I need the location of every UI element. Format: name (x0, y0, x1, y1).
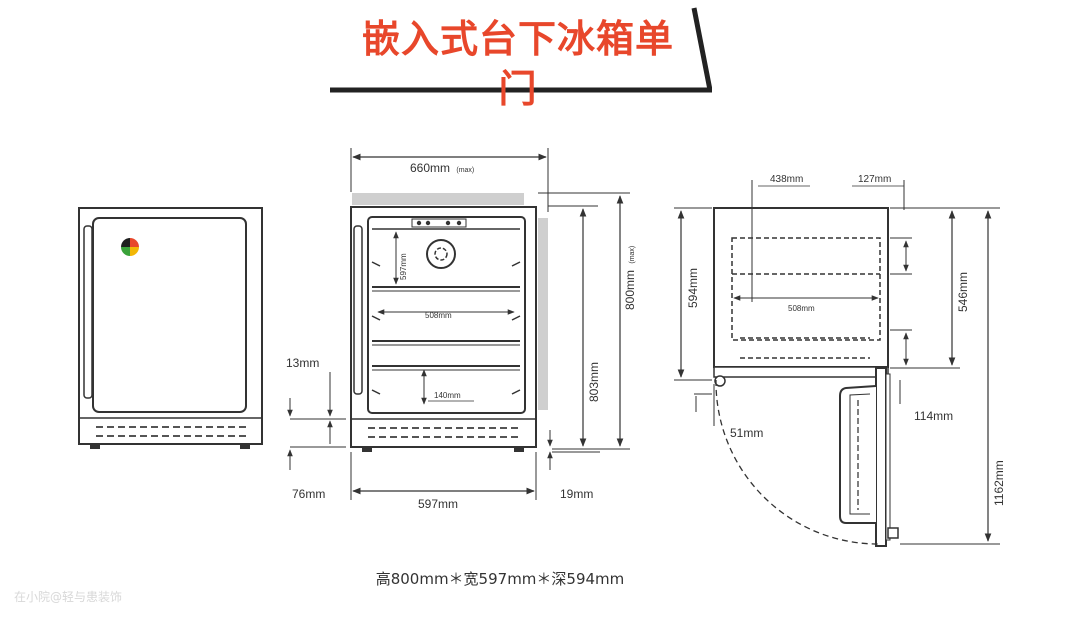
label-inner-height: 546mm (956, 272, 970, 312)
vent-grille (96, 426, 246, 437)
label-interior-height: 597mm (399, 253, 408, 280)
label-top-clearance: 127mm (858, 174, 891, 185)
label-height-max: 800mm (max) (623, 246, 637, 310)
label-shelf-gap: 140mm (434, 391, 461, 400)
label-cabinet-height: 594mm (686, 268, 700, 308)
watermark: 在小院@轻与患装饰 (14, 590, 123, 604)
label-toe-kick: 13mm (286, 356, 319, 370)
door-handle (83, 225, 93, 399)
front-view (78, 207, 263, 449)
label-foot-height: 19mm (560, 487, 593, 501)
brand-logo (121, 238, 139, 256)
label-width: 597mm (418, 497, 458, 511)
label-inner-width: 508mm (788, 304, 815, 313)
label-height: 803mm (587, 362, 601, 402)
label-door-offset: 114mm (914, 409, 953, 423)
label-shelf-width: 508mm (425, 311, 452, 320)
label-width-max: 660mm (max) (410, 161, 474, 175)
side-view: 438mm 127mm 594mm 508mm 546mm 114mm 51mm… (674, 174, 1006, 547)
label-handle-offset: 51mm (730, 426, 763, 440)
front-interior-view: 660mm (max) 800mm (max) 803mm 597mm 508m… (286, 148, 637, 511)
title-banner (330, 7, 712, 93)
page-title: 嵌入式台下冰箱单门 (361, 17, 674, 111)
label-top-depth: 438mm (770, 174, 803, 185)
label-door-swing: 1162mm (992, 460, 1006, 506)
dimension-drawings: 660mm (max) 800mm (max) 803mm 597mm 508m… (78, 148, 1006, 547)
label-base-height: 76mm (292, 487, 325, 501)
dimensions-caption: 高800mm＊宽597mm＊深594mm (375, 570, 625, 588)
